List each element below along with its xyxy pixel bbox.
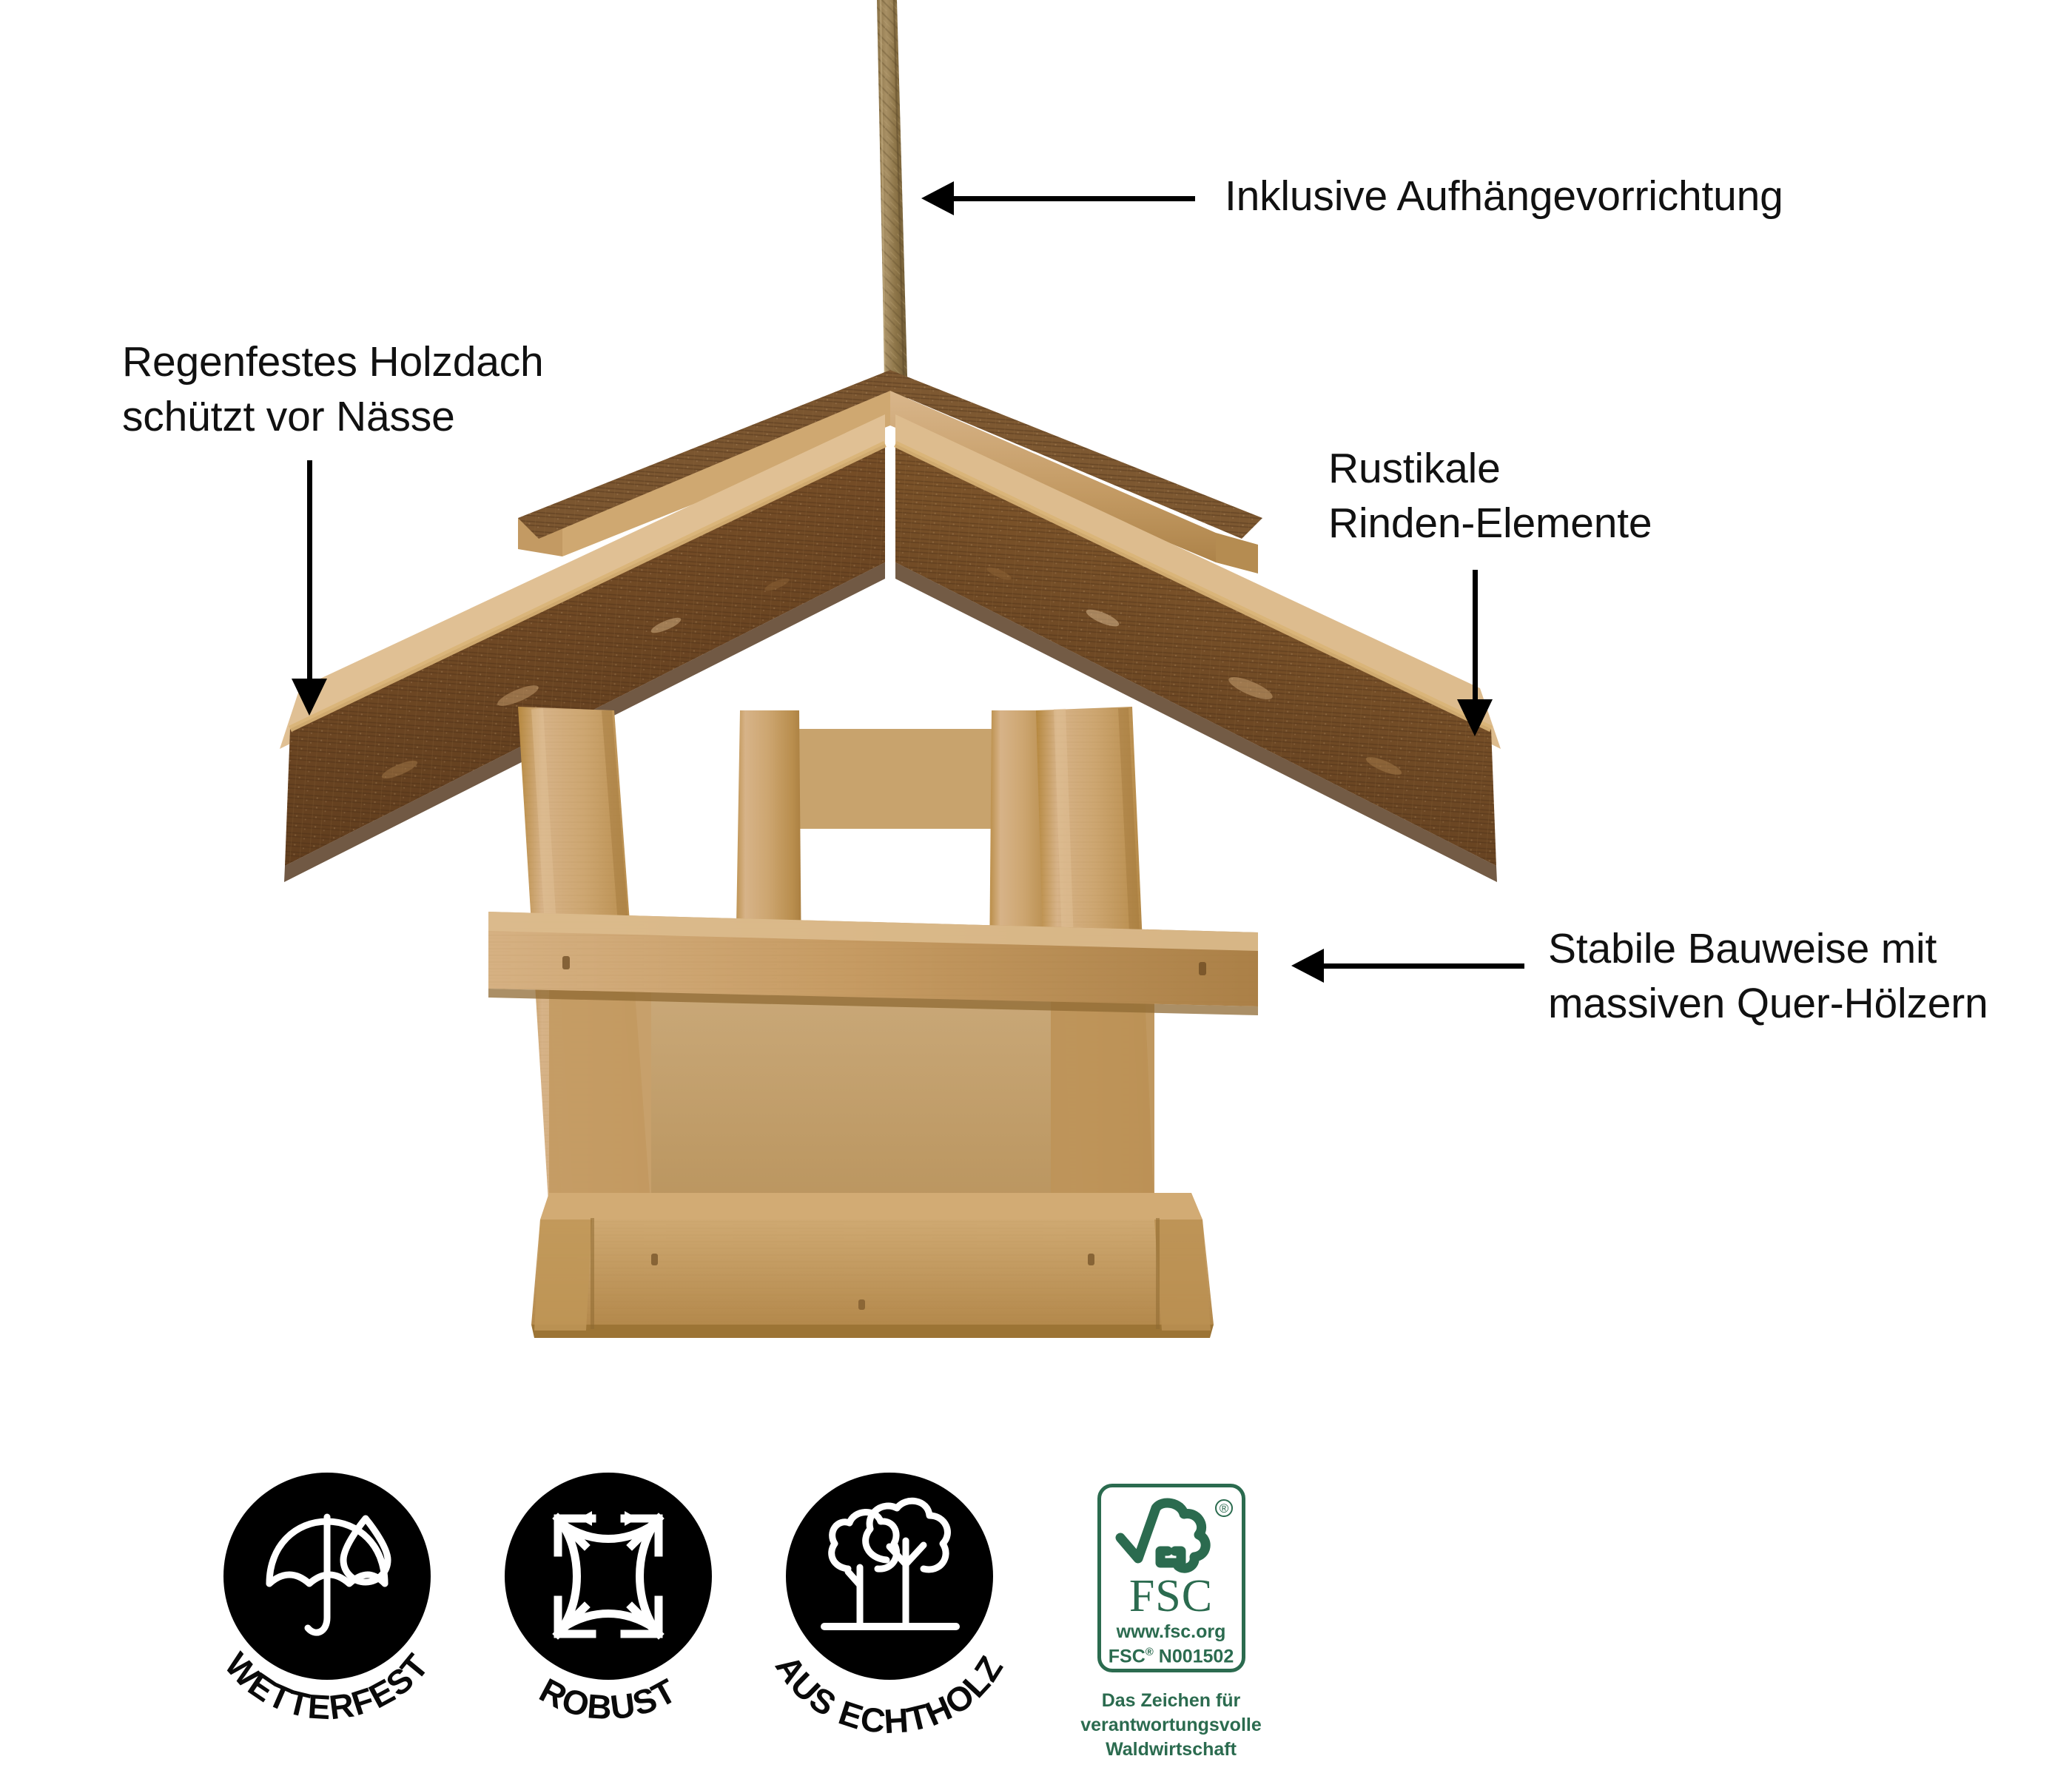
side-walls [549,962,1154,1199]
fsc-logo-box: ® FSC www.fsc.org FSC® N001502 [1097,1484,1245,1672]
callout-structure-label: Stabile Bauweise mit massiven Quer-Hölze… [1548,925,1988,1028]
umbrella-raindrop-icon [266,1513,391,1636]
badge-label-arc: ROBUST [534,1670,683,1726]
arrow-shaft [306,460,312,682]
arrow-head-down-icon [292,679,327,716]
fsc-wordmark: FSC [1128,1571,1214,1621]
badge-label: WETTERFEST [218,1645,436,1726]
badge-disc [505,1473,712,1680]
badge-robust: ROBUST [497,1473,719,1754]
badge-label-arc: AUS ECHTHOLZ [768,1648,1011,1740]
arrow-shaft [1321,963,1524,969]
fsc-certification-logo: ® FSC www.fsc.org FSC® N001502 Das Zeich… [1077,1484,1265,1762]
svg-text:WETTERFEST: WETTERFEST [218,1645,437,1726]
feeder-tray [531,1193,1214,1338]
arrow-shaft [1472,570,1478,703]
fsc-tagline: Das Zeichen für verantwortungsvolle Wald… [1080,1690,1262,1760]
callout-structure-arrow [1291,949,1524,983]
fsc-code-number: N001502 [1153,1646,1234,1667]
svg-text:AUS ECHTHOLZ: AUS ECHTHOLZ [768,1648,1011,1740]
badge-label: ROBUST [534,1670,682,1726]
roof-right-plank [894,414,1501,882]
badge-label-arc: WETTERFEST [218,1645,437,1726]
arrow-head-left-icon [1291,949,1324,983]
cross-beam [488,912,1258,1015]
roof-ridge-cap [518,391,1258,574]
badge-label: AUS ECHTHOLZ [768,1648,1010,1740]
durability-arrows-icon [552,1511,665,1640]
trees-icon [821,1497,960,1630]
callout-bark-arrow [1457,570,1493,736]
fsc-registered-mark: ® [1219,1501,1228,1516]
callout-hanging-arrow [921,181,1195,215]
jute-hanging-rope [877,0,908,404]
callout-roof-arrow [292,460,327,716]
bark-roof-edge [518,370,1262,539]
callout-hanging-label: Inklusive Aufhängevorrichtung [1225,172,1783,220]
feature-badge-row: WETTERFEST [0,1473,2072,1769]
arrow-head-down-icon [1457,699,1493,736]
arrow-head-left-icon [921,181,954,215]
callout-roof-label: Regenfestes Holzdach schützt vor Nässe [122,338,544,441]
product-illustration [280,0,1501,1338]
fsc-url: www.fsc.org [1116,1621,1226,1642]
callout-bark-label: Rustikale Rinden-Elemente [1328,445,1652,548]
badge-wetterfest: WETTERFEST [216,1473,438,1754]
fsc-code-sup: ® [1145,1646,1154,1658]
svg-text:ROBUST: ROBUST [534,1670,683,1726]
badge-aus-echtholz: AUS ECHTHOLZ [768,1473,1009,1754]
fsc-tree-checkmark-icon: ® [1115,1498,1233,1573]
fsc-license-code: FSC® N001502 [1101,1646,1242,1666]
fsc-code-prefix: FSC [1108,1646,1146,1667]
arrow-shaft [951,196,1195,201]
